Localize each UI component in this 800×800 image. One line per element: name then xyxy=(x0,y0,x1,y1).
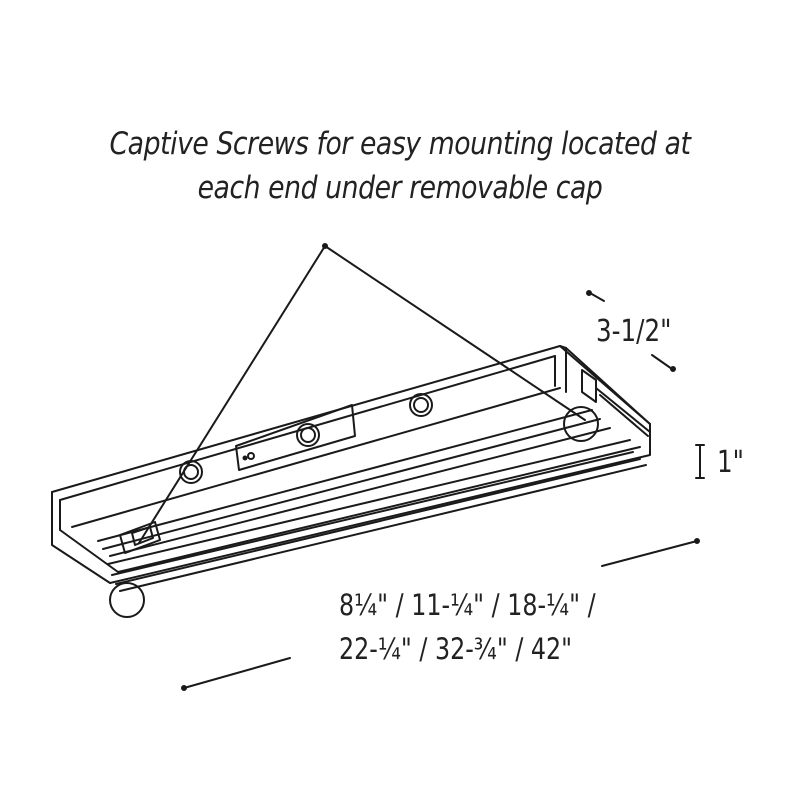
screw-location-markers xyxy=(109,406,599,618)
switch-connector xyxy=(119,521,161,554)
length-label-line-1: 8¼" / 11-¼" / 18-¼" / xyxy=(339,588,596,622)
end-slot xyxy=(581,369,597,403)
height-dimension-line xyxy=(695,444,705,479)
length-label-line-2: 22-¼" / 32-¾" / 42" xyxy=(339,632,573,666)
mounting-holes xyxy=(179,393,433,484)
fixture-body xyxy=(51,345,651,592)
depth-label: 3-1/2" xyxy=(596,314,672,349)
mounting-plate xyxy=(235,404,356,471)
depth-dimension-line xyxy=(586,290,676,372)
caption-line-1: Captive Screws for easy mounting located… xyxy=(109,126,691,162)
callout-leader-lines xyxy=(138,243,586,544)
height-label: 1" xyxy=(717,445,744,480)
caption-line-2: each end under removable cap xyxy=(197,170,603,206)
length-dimension-line xyxy=(181,538,700,691)
